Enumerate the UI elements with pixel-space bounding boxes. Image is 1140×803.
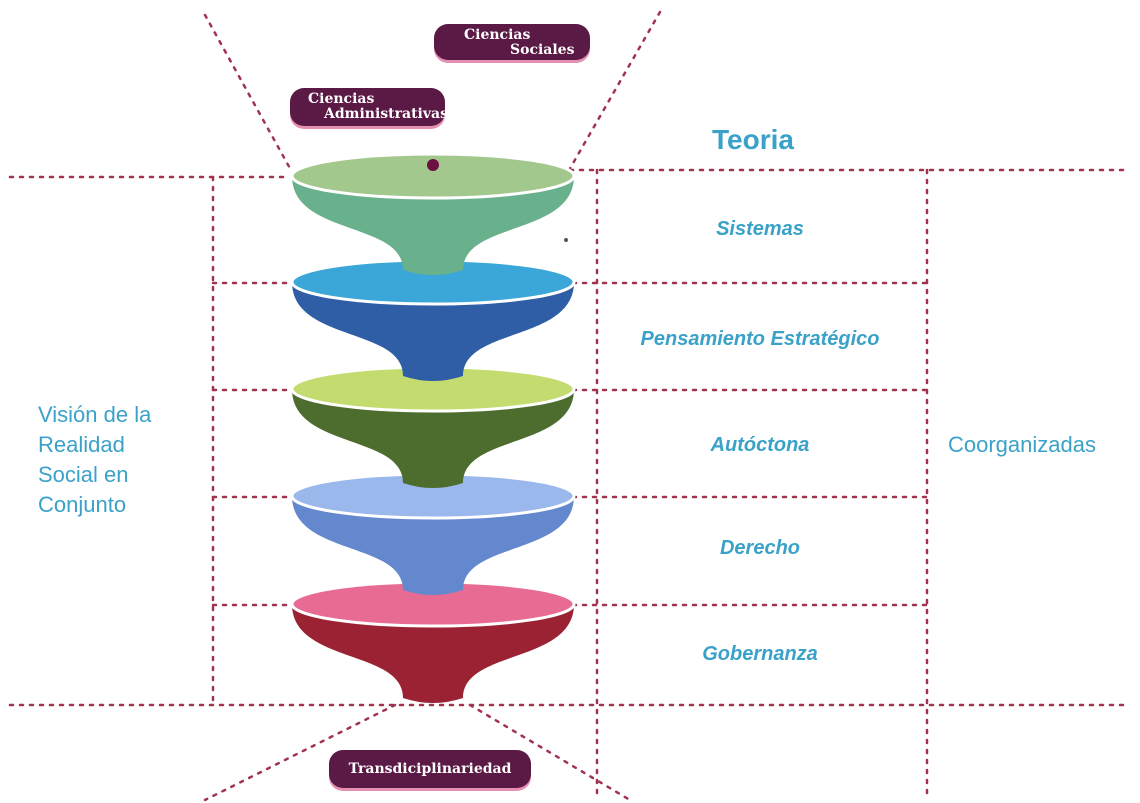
layer-label-autoctona: Autóctona: [710, 434, 810, 456]
pill-line-1: Ciencias: [464, 27, 531, 43]
pill-line-1: Ciencias: [308, 91, 375, 107]
funnel-body: [292, 389, 574, 488]
funnel-body: [292, 282, 574, 381]
teoria-heading: Teoria: [712, 124, 794, 155]
pill-line-2: Administrativas: [324, 106, 448, 122]
ciencias-administrativas-pill: Ciencias Administrativas: [290, 88, 448, 126]
transdiciplinariedad-pill: Transdiciplinariedad: [329, 750, 531, 788]
funnel-layer-2: [290, 258, 576, 381]
small-dot: [564, 238, 568, 242]
funnel-body: [292, 604, 574, 703]
layer-label-pensamiento-estrategico: Pensamiento Estratégico: [640, 328, 880, 350]
pill-label: Transdiciplinariedad: [348, 761, 512, 777]
vision-line-1: Visión de la: [38, 402, 152, 427]
funnel-layer-1: [290, 152, 576, 275]
funnel-layer-5: [290, 580, 576, 703]
coorganizadas-label: Coorganizadas: [948, 432, 1096, 457]
diag-top-left: [203, 13, 294, 174]
funnel-rim: [290, 152, 576, 200]
layer-label-sistemas: Sistemas: [716, 218, 804, 240]
funnel-dot: [427, 159, 439, 171]
ciencias-sociales-pill: Ciencias Sociales: [434, 24, 590, 60]
funnel-layer-3: [290, 365, 576, 488]
vision-realidad-label: Visión de la Realidad Social en Conjunto: [38, 400, 151, 520]
vision-line-3: Social en: [38, 462, 129, 487]
diag-bottom-right: [468, 703, 632, 802]
pill-line-2: Sociales: [510, 42, 575, 58]
vision-line-4: Conjunto: [38, 492, 127, 517]
funnel-layer-4: [290, 472, 576, 595]
funnel-body: [292, 496, 574, 595]
funnel-body: [292, 176, 574, 275]
vision-line-2: Realidad: [38, 432, 125, 457]
layer-label-derecho: Derecho: [719, 537, 801, 559]
diag-top-right: [566, 10, 662, 174]
funnel-stack: [290, 152, 576, 703]
layer-label-gobernanza: Gobernanza: [702, 643, 818, 665]
